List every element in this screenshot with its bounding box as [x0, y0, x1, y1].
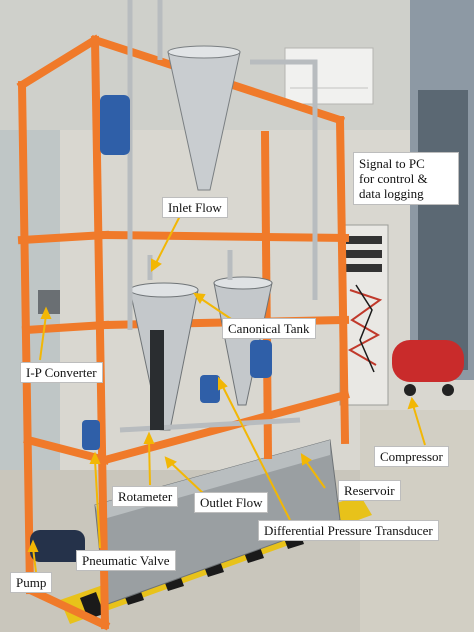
label-pneumatic-valve: Pneumatic Valve — [76, 550, 176, 571]
label-canonical-tank: Canonical Tank — [222, 318, 316, 339]
label-signal-to-pc: Signal to PC for control & data logging — [353, 152, 459, 205]
label-outlet-flow: Outlet Flow — [194, 492, 269, 513]
label-differential-pressure-transducer: Differential Pressure Transducer — [258, 520, 439, 541]
label-signal-line-1: Signal to PC — [359, 156, 425, 171]
label-ip-converter: I-P Converter — [20, 362, 103, 383]
label-rotameter: Rotameter — [112, 486, 179, 507]
label-compressor: Compressor — [374, 446, 449, 467]
label-signal-line-3: data logging — [359, 186, 424, 201]
label-reservoir: Reservoir — [338, 480, 401, 501]
label-inlet-flow: Inlet Flow — [162, 197, 228, 218]
label-pump: Pump — [10, 572, 53, 593]
label-signal-line-2: for control & — [359, 171, 428, 186]
